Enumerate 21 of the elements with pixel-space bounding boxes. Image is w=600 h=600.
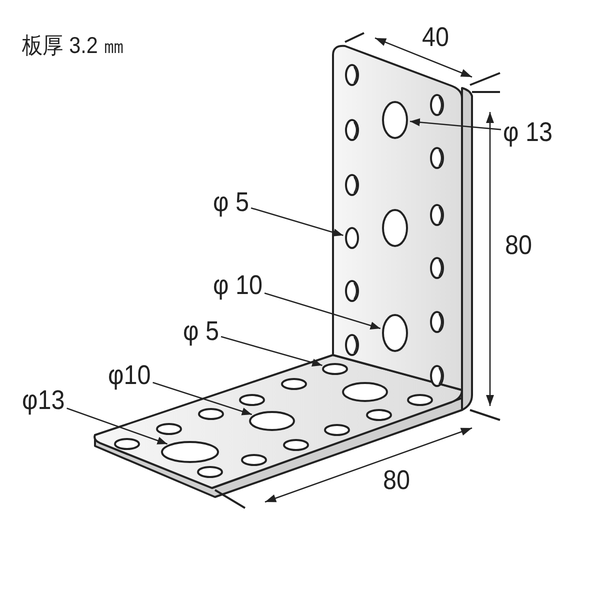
dimension-label: 80 [505, 230, 532, 260]
leader-line [66, 408, 168, 445]
dimension-label: 80 [383, 465, 410, 495]
dimension-label: 40 [422, 22, 450, 52]
hole-diameter-label: φ 5 [183, 316, 220, 346]
leader-line [410, 118, 502, 130]
hole [161, 441, 219, 463]
hole [345, 227, 359, 249]
hole [382, 314, 408, 352]
hole-diameter-label: φ 13 [503, 117, 553, 147]
hole-diameter-label: φ10 [108, 360, 151, 390]
plate-thickness-note: 板厚 3.2 ㎜ [22, 31, 124, 60]
leader-line [250, 207, 344, 236]
hole-diameter-label: φ13 [22, 385, 65, 415]
hole [382, 101, 408, 139]
leader-line [152, 382, 252, 416]
hole-diameter-label: φ 10 [213, 270, 263, 300]
leader-line [220, 336, 322, 366]
leader-line [264, 292, 381, 330]
hole [322, 363, 348, 375]
hole-diameter-label: φ 5 [213, 187, 250, 217]
